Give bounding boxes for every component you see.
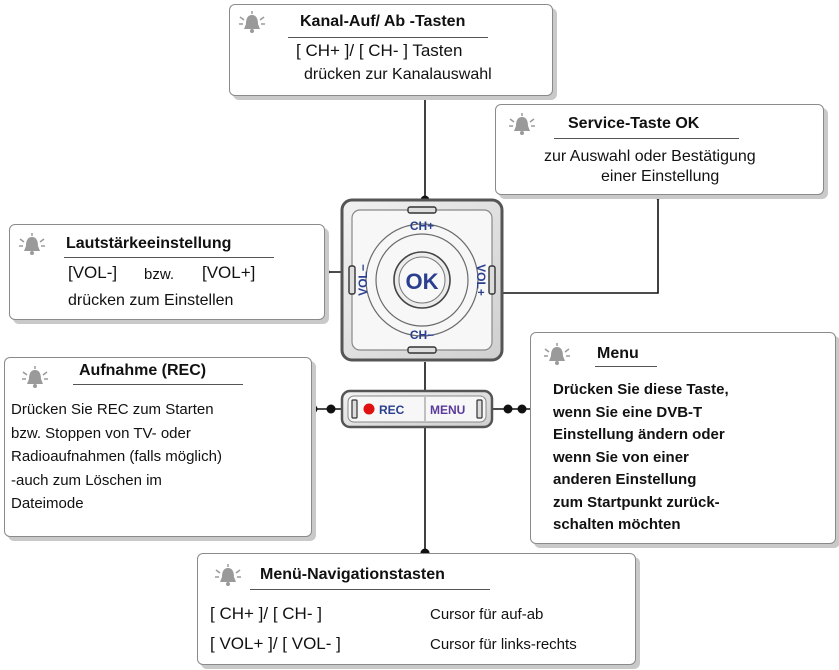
bell-icon	[19, 233, 45, 255]
bell-icon	[544, 343, 570, 365]
menu-title: Menu	[597, 345, 639, 362]
service-title-underline	[554, 138, 739, 139]
menu-line: Drücken Sie diese Taste,	[553, 381, 729, 398]
menu-info-box: Menu Drücken Sie diese Taste, wenn Sie e…	[530, 332, 836, 544]
menu-line: anderen Einstellung	[553, 471, 697, 488]
menu-line: wenn Sie von einer	[553, 448, 689, 466]
nav-row1-keys: [ CH+ ]/ [ CH- ]	[210, 604, 322, 623]
rec-line: Radioaufnahmen (falls möglich)	[11, 448, 222, 465]
kanal-line1: [ CH+ ]/ [ CH- ] Tasten	[296, 41, 463, 60]
volume-line1c: [VOL+]	[202, 263, 256, 282]
rec-line: bzw. Stoppen von TV- oder	[11, 424, 191, 442]
vol-down-key[interactable]	[348, 265, 356, 295]
bell-icon	[239, 11, 265, 33]
kanal-info-box: Kanal-Auf/ Ab -Tasten [ CH+ ]/ [ CH- ] T…	[229, 4, 553, 96]
menu-line: Einstellung ändern oder	[553, 426, 725, 443]
kanal-line2: drücken zur Kanalauswahl	[304, 66, 492, 83]
volume-title-underline	[64, 257, 274, 258]
ok-button[interactable]	[393, 251, 451, 309]
menu-line: zum Startpunkt zurück-	[553, 493, 720, 511]
vol-down-label: VOL−	[356, 264, 370, 296]
service-line2: einer Einstellung	[601, 168, 720, 185]
bell-icon	[509, 113, 535, 135]
volume-info-box: Lautstärkeeinstellung [VOL-] bzw. [VOL+]…	[9, 224, 325, 320]
nav-row2-desc: Cursor für links-rechts	[430, 636, 577, 653]
kanal-title: Kanal-Auf/ Ab -Tasten	[300, 13, 466, 30]
ch-down-label: CH−	[410, 328, 434, 342]
volume-line2: drücken zum Einstellen	[68, 292, 234, 309]
volume-title: Lautstärkeeinstellung	[66, 235, 232, 252]
volume-line1a: [VOL-]	[68, 263, 118, 282]
rec-dot-icon	[363, 403, 375, 415]
bell-icon	[215, 564, 241, 586]
service-info-box: Service-Taste OK zur Auswahl oder Bestät…	[495, 104, 824, 195]
bell-icon	[22, 366, 48, 388]
rec-title-underline	[73, 384, 243, 385]
nav-title: Menü-Navigationstasten	[260, 566, 445, 583]
ch-up-label: CH+	[410, 219, 434, 233]
vol-up-label: VOL+	[474, 264, 488, 296]
rec-line: Dateimode	[11, 495, 84, 512]
remote-keypad: OK CH+ CH− VOL− VOL+ REC MENU	[340, 198, 504, 429]
kanal-title-underline	[288, 37, 488, 38]
ch-up-key[interactable]	[407, 206, 437, 214]
service-title: Service-Taste OK	[568, 115, 700, 132]
rec-button[interactable]	[363, 403, 375, 415]
nav-title-underline	[250, 589, 490, 590]
volume-line1b: bzw.	[144, 266, 175, 283]
nav-row2-keys: [ VOL+ ]/ [ VOL- ]	[210, 634, 341, 653]
menu-line: wenn Sie eine DVB-T	[553, 403, 703, 421]
rec-info-box: Aufnahme (REC) Drücken Sie REC zum Start…	[4, 357, 312, 537]
nav-row1-desc: Cursor für auf-ab	[430, 606, 544, 623]
ch-down-key[interactable]	[407, 346, 437, 354]
ok-label: OK	[406, 269, 439, 294]
rec-line: Drücken Sie REC zum Starten	[11, 401, 214, 418]
rec-title: Aufnahme (REC)	[79, 362, 207, 379]
service-line1: zur Auswahl oder Bestätigung	[544, 148, 756, 165]
rec-label: REC	[379, 403, 405, 417]
menu-description: Drücken Sie diese Taste, wenn Sie eine D…	[553, 379, 729, 537]
nav-info-box: Menü-Navigationstasten [ CH+ ]/ [ CH- ] …	[197, 553, 636, 665]
menu-line: schalten möchten	[553, 516, 681, 533]
vol-up-key[interactable]	[488, 265, 496, 295]
menu-title-underline	[595, 366, 657, 367]
rec-line: -auch zum Löschen im	[11, 471, 162, 489]
rec-description: Drücken Sie REC zum Starten bzw. Stoppen…	[11, 398, 222, 516]
menu-button[interactable]: MENU	[430, 403, 465, 417]
